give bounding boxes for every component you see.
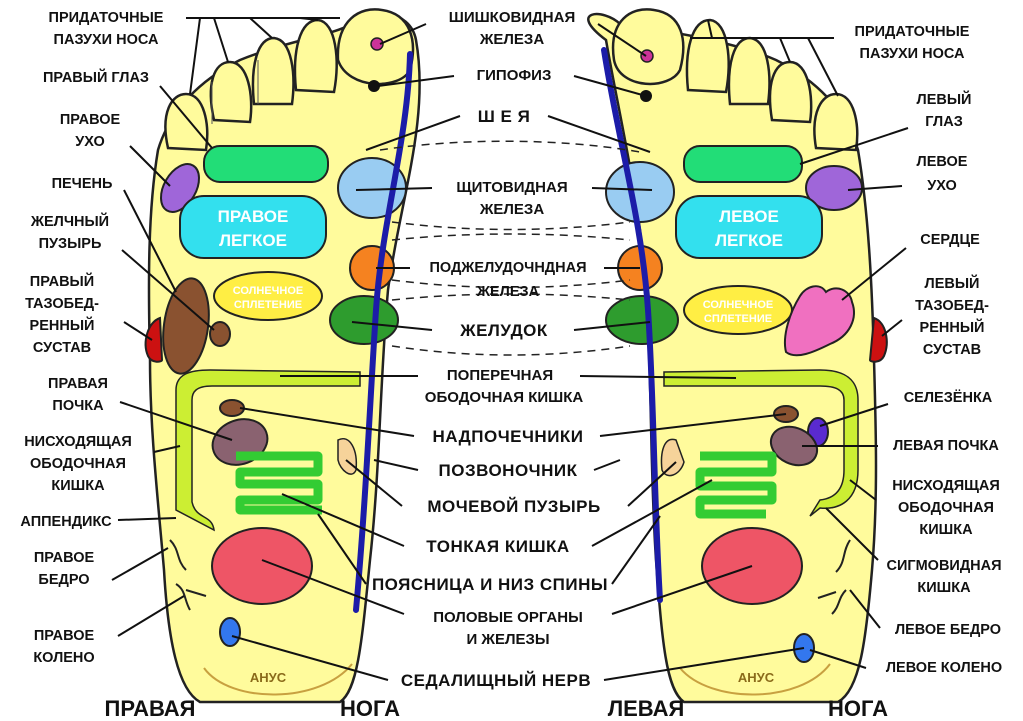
- right-hip-label-1: ПРАВЫЙ: [30, 272, 94, 290]
- left-eye-zone: [684, 146, 802, 182]
- left-hip-label-3: РЕННЫЙ: [920, 318, 985, 336]
- sciatic-label: СЕДАЛИЩНЫЙ НЕРВ: [401, 671, 591, 690]
- transverse-colon-label-1: ПОПЕРЕЧНАЯ: [447, 367, 553, 384]
- right-ear-label-2: УХО: [75, 134, 105, 150]
- sigmoid-label-2: КИШКА: [917, 580, 971, 596]
- thyroid-label-1: ЩИТОВИДНАЯ: [456, 179, 567, 196]
- left-hip-zone: [870, 318, 887, 362]
- left-foot: [588, 9, 886, 702]
- right-toe-4: [211, 62, 251, 122]
- stomach-label: ЖЕЛУДОК: [459, 321, 548, 340]
- pancreas-label-2: ЖЕЛЕЗА: [476, 284, 540, 300]
- sinuses-label-left-2: ПАЗУХИ НОСА: [860, 46, 965, 62]
- left-thyroid-zone: [606, 162, 674, 222]
- left-toe-5: [814, 94, 857, 150]
- right-foot-caption-2: НОГА: [340, 696, 400, 721]
- right-hip-label-3: РЕННЫЙ: [30, 316, 95, 334]
- descending-colon-label-l1: НИСХОДЯЩАЯ: [892, 478, 1000, 494]
- left-lung-label-1: ЛЕВОЕ: [719, 207, 779, 226]
- neck-label: Ш Е Я: [478, 107, 531, 126]
- right-anus-label: АНУС: [250, 670, 287, 685]
- right-toe-3: [253, 38, 293, 104]
- appendix-label: АППЕНДИКС: [20, 514, 112, 530]
- right-kidney-label-2: ПОЧКА: [52, 398, 104, 414]
- left-toe-2: [687, 20, 729, 92]
- left-eye-label-1: ЛЕВЫЙ: [917, 90, 972, 108]
- left-kidney-label: ЛЕВАЯ ПОЧКА: [893, 438, 999, 454]
- left-ear-label-1: ЛЕВОЕ: [917, 154, 968, 170]
- right-foot-caption-1: ПРАВАЯ: [105, 696, 196, 721]
- small-intestine-label: ТОНКАЯ КИШКА: [426, 537, 569, 556]
- left-toe-1: [613, 9, 683, 84]
- pineal-label-1: ШИШКОВИДНАЯ: [449, 9, 576, 26]
- descending-colon-label-l3: КИШКА: [919, 522, 973, 538]
- spine-label: ПОЗВОНОЧНИК: [439, 461, 578, 480]
- right-foot: [146, 9, 420, 702]
- gallbladder-zone: [210, 322, 230, 346]
- left-thigh-label: ЛЕВОЕ БЕДРО: [895, 622, 1001, 638]
- left-ear-label-2: УХО: [927, 178, 957, 194]
- heart-label: СЕРДЦЕ: [920, 232, 980, 248]
- right-lung-label-2: ЛЕГКОЕ: [219, 231, 287, 250]
- right-thigh-label-1: ПРАВОЕ: [34, 550, 95, 566]
- left-solar-label-1: СОЛНЕЧНОЕ: [703, 299, 774, 311]
- left-column-labels: ПРИДАТОЧНЫЕ ПАЗУХИ НОСА ПРАВЫЙ ГЛАЗ ПРАВ…: [20, 10, 163, 666]
- left-solar-label-2: СПЛЕТЕНИЕ: [704, 313, 772, 325]
- left-stomach-zone: [606, 296, 678, 344]
- genitals-label-2: И ЖЕЛЕЗЫ: [466, 631, 549, 648]
- right-toe-5: [165, 94, 207, 150]
- sigmoid-label-1: СИГМОВИДНАЯ: [886, 558, 1001, 574]
- right-kidney-label-1: ПРАВАЯ: [48, 376, 108, 392]
- left-knee-label: ЛЕВОЕ КОЛЕНО: [886, 660, 1002, 676]
- right-solar-label-1: СОЛНЕЧНОЕ: [233, 285, 304, 297]
- spleen-label: СЕЛЕЗЁНКА: [904, 389, 993, 406]
- gallbladder-label-1: ЖЕЛЧНЫЙ: [30, 212, 109, 230]
- right-hip-label-2: ТАЗОБЕД-: [25, 296, 99, 312]
- left-foot-caption-1: ЛЕВАЯ: [608, 696, 685, 721]
- right-knee-zone: [220, 618, 240, 646]
- descending-colon-label-r2: ОБОДОЧНАЯ: [30, 456, 126, 472]
- left-pineal-dot: [641, 50, 653, 62]
- right-thigh-label-2: БЕДРО: [38, 572, 89, 588]
- left-lung-label-2: ЛЕГКОЕ: [715, 231, 783, 250]
- right-knee-label-2: КОЛЕНО: [33, 650, 94, 666]
- descending-colon-label-r3: КИШКА: [51, 478, 105, 494]
- sinuses-label-right-2: ПАЗУХИ НОСА: [54, 32, 159, 48]
- lower-back-label: ПОЯСНИЦА И НИЗ СПИНЫ: [372, 575, 608, 594]
- left-toe-3: [729, 38, 769, 104]
- sinuses-label-right-1: ПРИДАТОЧНЫЕ: [49, 10, 164, 26]
- left-hip-label-1: ЛЕВЫЙ: [925, 274, 980, 292]
- right-solar-label-2: СПЛЕТЕНИЕ: [234, 299, 302, 311]
- sinuses-label-left-1: ПРИДАТОЧНЫЕ: [855, 24, 970, 40]
- thyroid-label-2: ЖЕЛЕЗА: [479, 201, 544, 218]
- right-eye-label: ПРАВЫЙ ГЛАЗ: [43, 68, 149, 86]
- left-eye-label-2: ГЛАЗ: [925, 114, 963, 130]
- left-toe-4: [770, 62, 811, 122]
- right-ear-label-1: ПРАВОЕ: [60, 112, 121, 128]
- right-knee-label-1: ПРАВОЕ: [34, 628, 95, 644]
- right-lung-label-1: ПРАВОЕ: [218, 207, 289, 226]
- bladder-label: МОЧЕВОЙ ПУЗЫРЬ: [427, 497, 600, 516]
- left-foot-caption-2: НОГА: [828, 696, 888, 721]
- descending-colon-label-r1: НИСХОДЯЩАЯ: [24, 434, 132, 450]
- right-hip-label-4: СУСТАВ: [33, 340, 91, 356]
- adrenals-label: НАДПОЧЕЧНИКИ: [432, 427, 583, 446]
- descending-colon-label-l2: ОБОДОЧНАЯ: [898, 500, 994, 516]
- gallbladder-label-2: ПУЗЫРЬ: [39, 236, 102, 252]
- left-hip-label-2: ТАЗОБЕД-: [915, 298, 989, 314]
- left-hip-label-4: СУСТАВ: [923, 342, 981, 358]
- right-toe-2: [295, 20, 337, 92]
- right-genitals-zone: [212, 528, 312, 604]
- right-stomach-zone: [330, 296, 398, 344]
- right-eye-zone: [204, 146, 328, 182]
- left-anus-label: АНУС: [738, 670, 775, 685]
- genitals-label-1: ПОЛОВЫЕ ОРГАНЫ: [433, 609, 583, 626]
- pituitary-label: ГИПОФИЗ: [477, 67, 552, 84]
- liver-label: ПЕЧЕНЬ: [52, 176, 113, 192]
- pineal-label-2: ЖЕЛЕЗА: [479, 31, 544, 48]
- transverse-colon-label-2: ОБОДОЧНАЯ КИШКА: [425, 389, 584, 406]
- pancreas-label-1: ПОДЖЕЛУДОЧНДНАЯ: [429, 260, 586, 276]
